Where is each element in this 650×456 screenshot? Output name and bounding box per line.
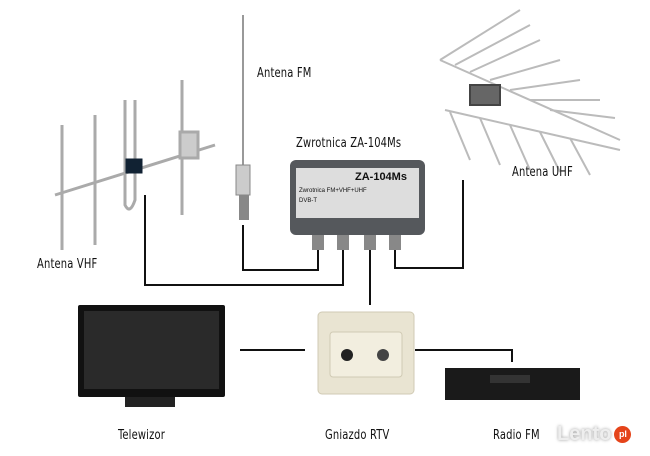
radio-image [445,368,580,400]
splitter-model-text: ZA-104Ms [355,171,407,183]
fm-antenna-image [235,15,251,220]
uhf-antenna-image [439,9,621,176]
splitter-subtitle-text: Zwrotnica FM+VHF+UHF [299,188,367,194]
tv-image [78,305,225,407]
cable-uhf [394,180,464,269]
label-radio: Radio FM [493,428,540,443]
label-splitter: Zwrotnica ZA-104Ms [296,136,402,151]
watermark-badge: pl [614,426,632,444]
splitter-image: ZA-104Ms Zwrotnica FM+VHF+UHF DVB-T [290,160,425,250]
socket-image [317,311,415,395]
label-socket: Gniazdo RTV [325,428,390,443]
splitter-dvb-text: DVB-T [299,198,317,204]
label-antenna-fm: Antena FM [257,66,312,81]
cable-socket-radio [415,349,513,362]
cable-fm [242,225,319,271]
vhf-antenna-image [54,80,216,250]
label-tv: Telewizor [118,428,166,443]
label-antenna-vhf: Antena VHF [37,257,98,272]
watermark-text: Lento [557,423,612,445]
cable-vhf [144,195,344,286]
label-antenna-uhf: Antena UHF [512,165,573,180]
